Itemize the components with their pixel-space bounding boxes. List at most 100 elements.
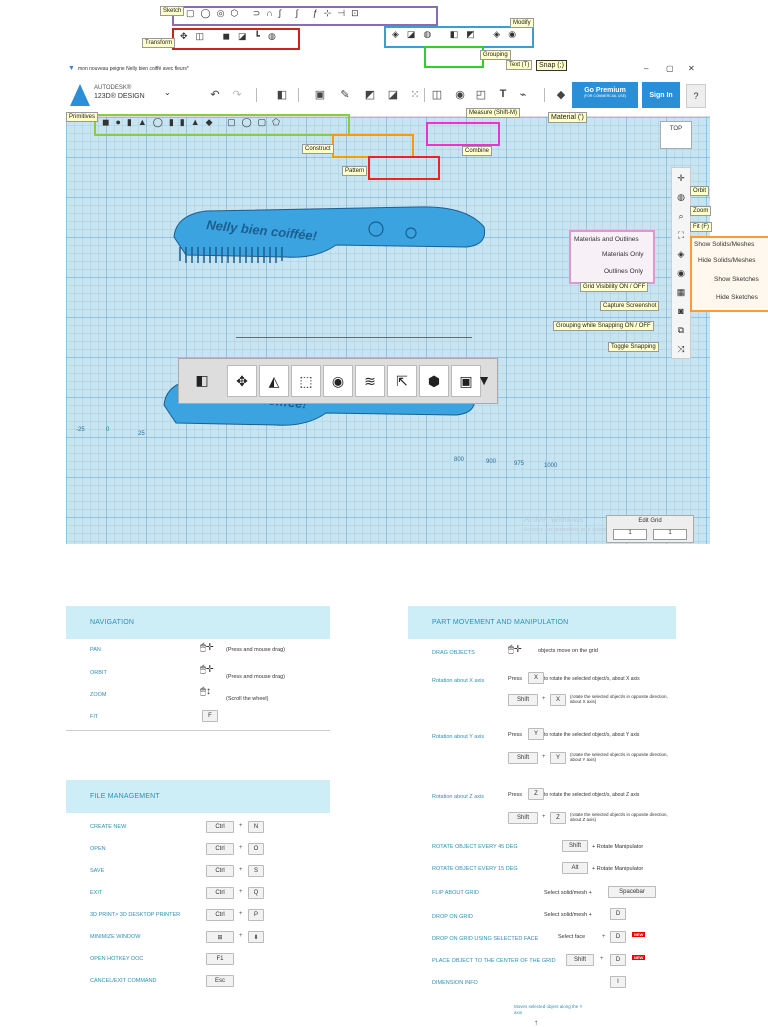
key-shift: Shift <box>566 954 594 966</box>
undo-icon[interactable]: ↶ <box>210 88 220 101</box>
autodesk-logo-icon <box>70 84 90 106</box>
new-badge: NEW <box>632 955 646 960</box>
part-header: PART MOVEMENT AND MANIPULATION <box>408 606 676 639</box>
hide-sketches-option[interactable]: Hide Sketches <box>716 294 758 301</box>
grouping-icon[interactable]: ◫ <box>431 88 443 101</box>
grouping-snap-icon[interactable]: ⧉ <box>677 324 685 335</box>
select-solid-text: Select solid/mesh + <box>544 890 592 896</box>
layers-icon[interactable]: ≋ <box>355 365 385 397</box>
sketch-line[interactable] <box>236 337 472 338</box>
grid-icon[interactable]: ▦ <box>676 286 686 297</box>
press-text: Press <box>508 792 523 798</box>
key-ctrl: Ctrl <box>206 821 234 833</box>
material-icon[interactable]: ◆ <box>556 88 566 101</box>
maximize-button[interactable]: ▢ <box>666 64 674 73</box>
screenshot-icon[interactable]: ▣ <box>451 365 481 397</box>
sketch-icon[interactable]: ✎ <box>340 88 350 101</box>
go-premium-button[interactable]: Go Premium (FOR COMMERCIAL USE) <box>572 82 638 108</box>
pattern-icon[interactable]: ⁙ <box>410 88 420 101</box>
materials-only-option[interactable]: Materials Only <box>602 251 644 258</box>
text-icon[interactable]: T <box>499 88 507 100</box>
combine-label: Combine <box>462 146 493 156</box>
plus: + <box>239 933 243 939</box>
rotation-z-desc: to rotate the selected object/s, about Z… <box>544 792 640 798</box>
primitives-label: Primitives <box>66 112 99 122</box>
orbit-label: Orbit <box>690 186 710 196</box>
redo-icon[interactable]: ↷ <box>232 88 242 101</box>
show-sketches-option[interactable]: Show Sketches <box>714 276 759 283</box>
measure-icon[interactable]: ◰ <box>475 88 487 101</box>
primitives-icon[interactable]: ▣ <box>314 88 326 101</box>
snap-icon[interactable]: ⌁ <box>519 88 527 101</box>
minimize-button[interactable]: – <box>644 64 649 73</box>
key-ctrl: Ctrl <box>206 843 234 855</box>
orbit-icon[interactable]: ◍ <box>677 191 685 202</box>
key-shift: Shift <box>508 812 538 824</box>
help-button[interactable]: ? <box>686 84 706 108</box>
move-icon[interactable]: ✥ <box>227 365 257 397</box>
y-arrow-icon: ↑ <box>534 1018 538 1027</box>
zoom-icon[interactable]: ⌕ <box>678 210 684 221</box>
comb-top[interactable]: Nelly bien coiffée! <box>166 197 496 267</box>
modify-icon[interactable]: ◪ <box>387 88 399 101</box>
plus: + <box>542 696 546 702</box>
hexagon-icon[interactable]: ⬢ <box>419 365 449 397</box>
materials-icon[interactable]: ◈ <box>677 248 685 259</box>
hide-solids-option[interactable]: Hide Solids/Meshes <box>698 257 756 264</box>
text-label: Text (T) <box>506 60 533 70</box>
grid-x-input[interactable]: 1 <box>613 529 647 540</box>
fit-icon[interactable]: ⛶ <box>677 229 685 240</box>
capture-screenshot-label: Capture Screenshot <box>600 301 660 311</box>
divider <box>424 88 425 102</box>
viewport-canvas[interactable]: Nelly bien coiffée! Nelly bien coiffée! … <box>66 117 710 544</box>
pan-icon[interactable]: ✛ <box>677 172 685 183</box>
key-y: Y <box>550 752 566 764</box>
go-premium-sub: (FOR COMMERCIAL USE) <box>583 94 627 98</box>
key-shift: Shift <box>508 694 538 706</box>
construct-icon[interactable]: ◩ <box>364 88 376 101</box>
smart-scale-icon[interactable]: ⬚ <box>291 365 321 397</box>
pattern-label: Pattern <box>342 166 368 176</box>
selection-icon[interactable]: ◧ <box>195 371 209 388</box>
divider <box>298 88 299 102</box>
construct-label: Construct <box>302 144 334 154</box>
scale-icon[interactable]: ◭ <box>259 365 289 397</box>
brand-top: AUTODESK® <box>94 85 132 91</box>
combine-icon[interactable]: ◉ <box>455 88 465 101</box>
close-button[interactable]: ✕ <box>688 64 695 73</box>
camera-icon[interactable]: ◙ <box>678 306 684 316</box>
toggle-snap-icon[interactable]: ⤨ <box>677 343 685 354</box>
key-i: I <box>610 976 626 988</box>
select-face-text: Select face <box>558 934 586 940</box>
outlines-only-option[interactable]: Outlines Only <box>604 268 644 275</box>
grid-visibility-label: Grid Visibility ON / OFF <box>580 282 649 292</box>
hide-icon[interactable]: ◉ <box>323 365 353 397</box>
rotation-z-opposite: (rotate the selected object/s in opposit… <box>570 812 668 822</box>
grouping-label: Grouping <box>480 50 511 60</box>
visibility-eye-icon[interactable]: ◉ <box>677 267 685 278</box>
visibility-popup <box>690 236 768 312</box>
window-title: mon nouveau peigne Nelly bien coiffé ave… <box>78 66 189 72</box>
plus: + <box>602 934 606 940</box>
grid-y-input[interactable]: 1 <box>653 529 687 540</box>
sign-in-button[interactable]: Sign In <box>642 82 680 108</box>
more-triangle-icon[interactable]: ▼ <box>477 372 491 388</box>
axis-label: 975 <box>514 461 525 467</box>
materials-outlines-option[interactable]: Materials and Outlines <box>574 236 639 243</box>
pan-label: PAN <box>90 647 101 653</box>
export-icon[interactable]: ⇱ <box>387 365 417 397</box>
save-label: SAVE <box>90 868 105 874</box>
key-f1: F1 <box>206 953 234 965</box>
show-solids-option[interactable]: Show Solids/Meshes <box>694 241 755 248</box>
key-p: P <box>248 909 264 921</box>
place-center-label: PLACE OBJECT TO THE CENTER OF THE GRID <box>432 958 556 964</box>
down-arrow-key-icon: ⬇ <box>248 931 264 943</box>
orbit-label: ORBIT <box>90 670 107 676</box>
cancel-command-label: CANCEL/EXIT COMMAND <box>90 978 157 984</box>
key-o: O <box>248 843 264 855</box>
view-cube[interactable]: TOP <box>660 121 692 149</box>
transform-icon[interactable]: ◧ <box>276 88 288 101</box>
rotate-15-label: ROTATE OBJECT EVERY 15 DEG <box>432 866 518 872</box>
measure-label: Measure (Shift-M) <box>466 108 521 118</box>
app-menu-chevron-icon[interactable]: ⌄ <box>164 88 171 97</box>
